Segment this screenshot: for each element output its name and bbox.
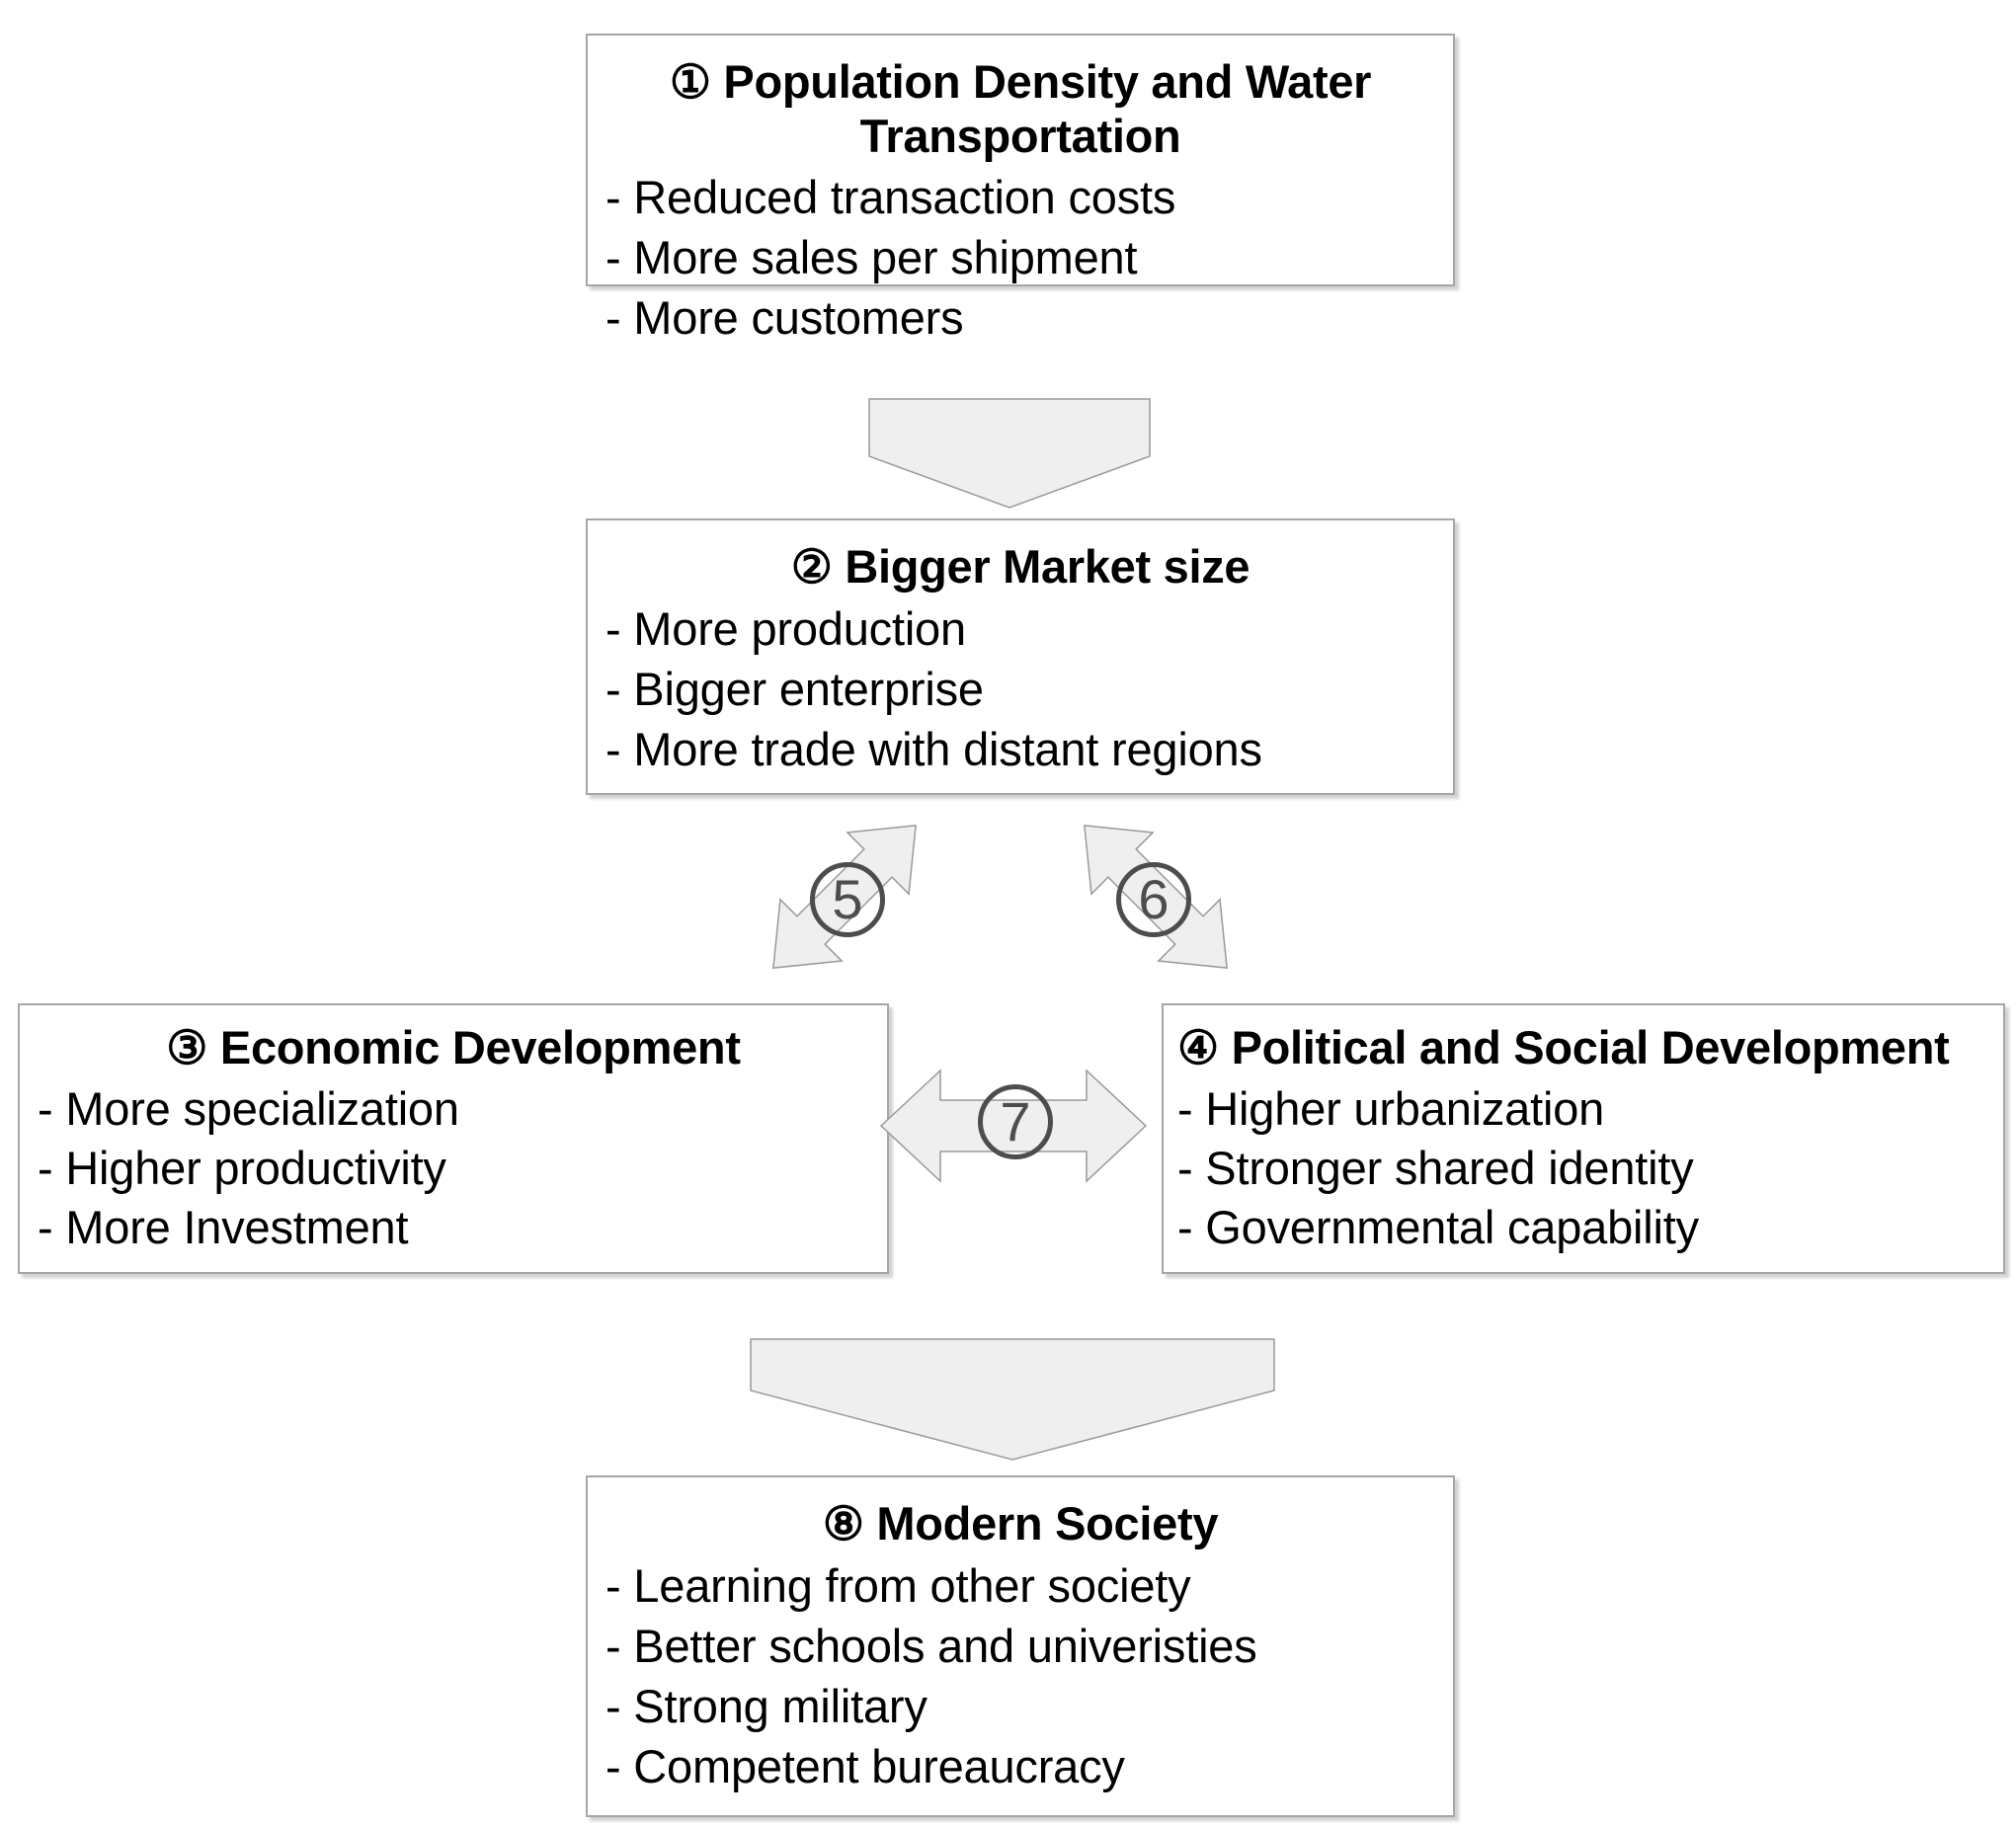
list-item: - Higher productivity — [38, 1141, 446, 1194]
list-item: - More production — [605, 601, 966, 655]
list-item: - Stronger shared identity — [1177, 1141, 1694, 1194]
node-bullet-list: - Reduced transaction costs - More sales… — [605, 167, 1435, 348]
down-arrow-icon-1-to-2 — [868, 398, 1151, 509]
list-item: - Better schools and univeristies — [605, 1619, 1257, 1672]
list-item: - Higher urbanization — [1177, 1081, 1605, 1135]
list-item: - Bigger enterprise — [605, 662, 984, 715]
node-box-modern-society[interactable]: ⑧ Modern Society - Learning from other s… — [586, 1475, 1455, 1817]
list-item: - Competent bureaucracy — [605, 1739, 1125, 1792]
list-item: - Strong military — [605, 1679, 927, 1732]
list-item: - More specialization — [38, 1081, 459, 1135]
node-title: ② Bigger Market size — [790, 540, 1250, 593]
list-item: - More customers — [605, 291, 964, 345]
down-arrow-icon-to-modern-society — [750, 1338, 1275, 1461]
list-item: - More sales per shipment — [605, 231, 1138, 284]
node-box-political-social-development[interactable]: ④ Political and Social Development - Hig… — [1162, 1003, 2005, 1274]
node-bullet-list: - More production - Bigger enterprise - … — [605, 598, 1435, 779]
list-item: - More Investment — [38, 1200, 409, 1253]
list-item: - More trade with distant regions — [605, 722, 1262, 775]
node-bullet-list: - More specialization - Higher productiv… — [38, 1079, 869, 1257]
list-item: - Reduced transaction costs — [605, 171, 1176, 224]
connector-number-badge-5: 5 — [810, 862, 885, 937]
node-box-population-density[interactable]: ① Population Density and Water Transport… — [586, 34, 1455, 344]
node-box-economic-development[interactable]: ③ Economic Development - More specializa… — [18, 1003, 889, 1274]
node-bullet-list: - Learning from other society - Better s… — [605, 1555, 1435, 1796]
node-box-bigger-market-size[interactable]: ② Bigger Market size - More production -… — [586, 518, 1455, 795]
node-title: ④ Political and Social Development — [1177, 1021, 1950, 1073]
node-bullet-list: - Higher urbanization - Stronger shared … — [1177, 1079, 1997, 1257]
connector-number-badge-6: 6 — [1116, 862, 1191, 937]
node-title: ③ Economic Development — [166, 1021, 741, 1073]
list-item: - Learning from other society — [605, 1558, 1191, 1612]
connector-number-badge-7: 7 — [978, 1084, 1053, 1159]
node-title: ⑧ Modern Society — [822, 1497, 1219, 1549]
node-title: ① Population Density and Water Transport… — [669, 55, 1372, 162]
list-item: - Governmental capability — [1177, 1200, 1699, 1253]
